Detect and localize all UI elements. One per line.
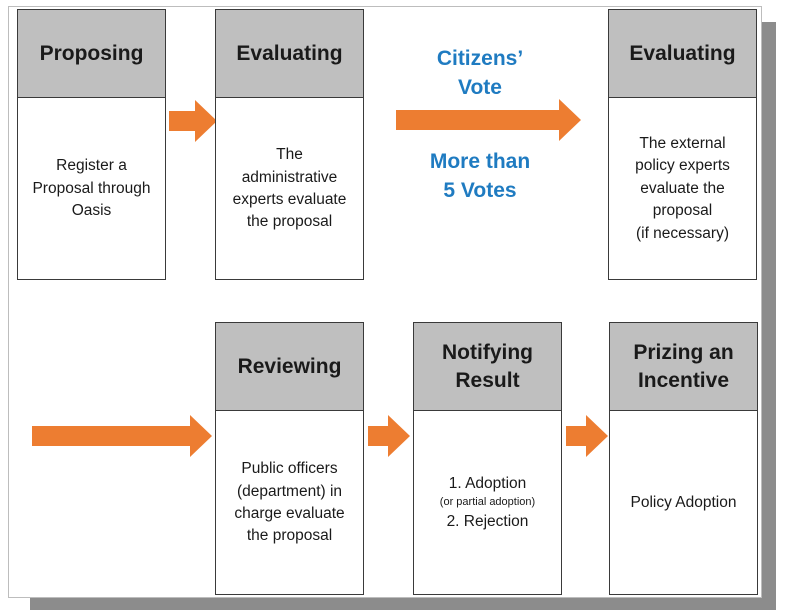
text-line: charge evaluate (234, 505, 345, 522)
text-line: the proposal (246, 527, 333, 545)
text-line: 2. Rejection (446, 512, 529, 530)
text-line: Public officers (241, 460, 338, 478)
step-evaluating-admin: Evaluating The administrative experts ev… (215, 9, 364, 280)
arrow-right-icon (169, 100, 217, 142)
step-title: Proposing (18, 10, 165, 98)
text-line: policy experts (635, 157, 730, 175)
step-description: 1. Adoption (or partial adoption) 2. Rej… (414, 412, 561, 594)
vote-line: Citizens’ (436, 47, 524, 70)
step-description: Policy Adoption (610, 412, 757, 594)
text-line: Oasis (71, 202, 112, 220)
text-line: experts evaluate (232, 191, 347, 208)
vote-line: 5 Votes (443, 179, 517, 203)
step-description: Register a Proposal through Oasis (18, 99, 165, 279)
text-line: Proposal through (32, 179, 151, 197)
step-title: Prizing an Incentive (610, 323, 757, 411)
text-line: administrative (241, 168, 338, 186)
step-proposing: Proposing Register a Proposal through Oa… (17, 9, 166, 280)
step-description: The administrative experts evaluate the … (216, 99, 363, 279)
vote-threshold-label: More than 5 Votes (400, 147, 560, 206)
citizens-vote-label: Citizens’ Vote (400, 44, 560, 103)
text-line: The (276, 146, 303, 164)
step-title: Notifying Result (414, 323, 561, 411)
arrow-right-icon (368, 415, 410, 457)
text-line: (department) in (236, 482, 343, 500)
text-line-note: (or partial adoption) (439, 496, 536, 509)
text-line: evaluate the (640, 179, 725, 197)
text-line: 1. Adoption (448, 474, 527, 492)
long-arrow-right-icon (32, 415, 212, 457)
step-title: Reviewing (216, 323, 363, 411)
step-description: The external policy experts evaluate the… (609, 99, 756, 279)
title-line: Prizing an (633, 341, 734, 365)
text-line: The external (639, 134, 726, 152)
text-line: proposal (652, 202, 713, 220)
vote-line: Vote (458, 76, 502, 100)
text-line: Policy Adoption (630, 493, 737, 511)
text-line: the proposal (246, 213, 333, 231)
long-arrow-right-icon (396, 99, 581, 141)
step-title: Evaluating (216, 10, 363, 98)
title-line: Incentive (637, 368, 730, 392)
canvas-shadow-bottom (30, 596, 776, 610)
step-notifying-result: Notifying Result 1. Adoption (or partial… (413, 322, 562, 595)
step-evaluating-external: Evaluating The external policy experts e… (608, 9, 757, 280)
step-description: Public officers (department) in charge e… (216, 412, 363, 594)
title-line: Notifying (442, 341, 533, 365)
step-reviewing: Reviewing Public officers (department) i… (215, 322, 364, 595)
canvas-shadow-right (760, 22, 776, 610)
text-line: (if necessary) (635, 224, 729, 242)
arrow-right-icon (566, 415, 608, 457)
text-line: Register a (56, 157, 127, 175)
step-title: Evaluating (609, 10, 756, 98)
title-line: Result (455, 368, 520, 392)
vote-line: More than (429, 150, 531, 173)
step-prizing-incentive: Prizing an Incentive Policy Adoption (609, 322, 758, 595)
